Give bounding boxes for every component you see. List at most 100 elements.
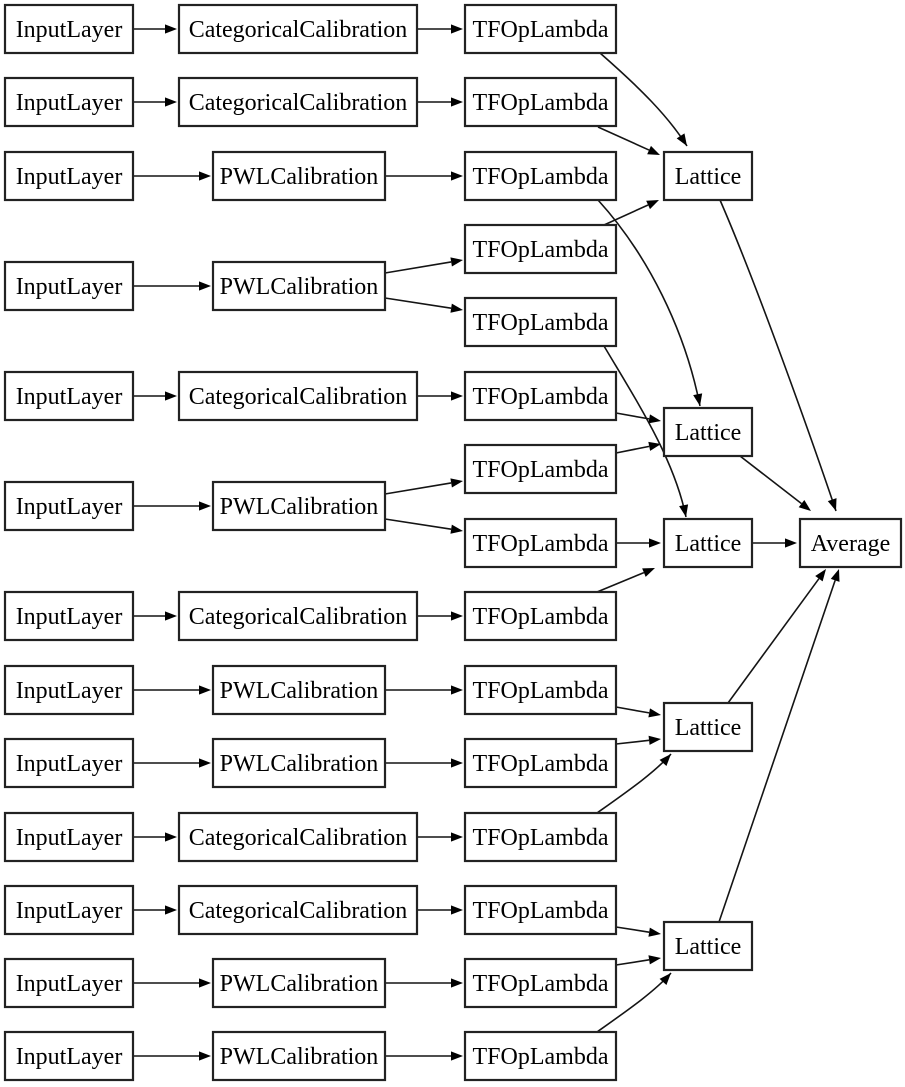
graph-edge-in1-cat1 (133, 24, 177, 34)
graph-node-TFOpLambda: TFOpLambda (463, 664, 618, 716)
graph-node-TFOpLambda: TFOpLambda (463, 296, 618, 348)
node-label: InputLayer (16, 825, 123, 851)
graph-edge-tf7-lat3 (596, 568, 655, 593)
node-label: Average (811, 531, 891, 557)
node-label: CategoricalCalibration (189, 90, 408, 116)
node-box (463, 957, 618, 1009)
node-label: PWLCalibration (220, 751, 379, 777)
edge-line (597, 199, 701, 407)
node-box (177, 76, 419, 128)
edge-line (603, 345, 687, 518)
arrowhead-icon (450, 478, 463, 488)
graph-node-PWLCalibration: PWLCalibration (211, 480, 387, 532)
graph-node-InputLayer: InputLayer (3, 664, 135, 716)
arrowhead-icon (450, 303, 463, 313)
arrowhead-icon (199, 978, 211, 988)
arrowhead-icon (679, 504, 689, 517)
graph-node-CategoricalCalibration: CategoricalCalibration (177, 811, 419, 863)
graph-node-InputLayer: InputLayer (3, 884, 135, 936)
node-box (211, 664, 387, 716)
edge-line (615, 959, 650, 966)
node-box (211, 737, 387, 789)
graph-edge-pwl6-tf6a (384, 478, 463, 495)
node-label: Lattice (675, 715, 742, 741)
edge-line (615, 412, 650, 420)
graph-node-TFOpLambda: TFOpLambda (463, 443, 618, 495)
arrowhead-icon (648, 414, 661, 424)
node-box (463, 370, 618, 422)
node-label: TFOpLambda (473, 1044, 609, 1070)
arrowhead-icon (165, 611, 177, 621)
edge-line (719, 199, 837, 512)
node-label: CategoricalCalibration (189, 384, 408, 410)
node-box (211, 480, 387, 532)
node-box (463, 811, 618, 863)
arrowhead-icon (451, 97, 463, 107)
arrowhead-icon (648, 735, 661, 745)
arrowhead-icon (648, 441, 661, 451)
node-label: CategoricalCalibration (189, 898, 408, 924)
arrowhead-icon (649, 538, 661, 548)
node-box (177, 884, 419, 936)
arrowhead-icon (646, 200, 659, 210)
node-box (3, 3, 135, 55)
arrowhead-icon (827, 498, 837, 511)
graph-edge-pwl4-tf4b (384, 297, 463, 313)
graph-edge-tf10-lat4 (596, 753, 672, 814)
arrowhead-icon (451, 978, 463, 988)
graph-edge-tf11-lat5 (615, 926, 661, 937)
node-box (662, 406, 754, 458)
graph-edge-in13-pwl13 (133, 1051, 211, 1061)
node-label: InputLayer (16, 17, 123, 43)
node-label: Lattice (675, 420, 742, 446)
graph-edge-in7-cat7 (133, 611, 177, 621)
graph-edge-in8-pwl8 (133, 685, 211, 695)
node-label: InputLayer (16, 494, 123, 520)
node-box (3, 590, 135, 642)
graph-node-TFOpLambda: TFOpLambda (463, 1030, 618, 1082)
graph-edge-pwl3-tf3 (385, 171, 463, 181)
graph-node-InputLayer: InputLayer (3, 3, 135, 55)
arrowhead-icon (642, 568, 655, 577)
node-label: TFOpLambda (473, 164, 609, 190)
graph-node-PWLCalibration: PWLCalibration (211, 150, 387, 202)
edge-line (739, 455, 803, 505)
node-label: InputLayer (16, 164, 123, 190)
graph-edge-tf4b-lat3 (603, 345, 689, 518)
graph-edge-tf4a-lat1 (603, 200, 659, 226)
node-box (463, 443, 618, 495)
graph-edge-in5-cat5 (133, 391, 177, 401)
arrowhead-icon (451, 24, 463, 34)
node-label: InputLayer (16, 274, 123, 300)
node-label: PWLCalibration (220, 274, 379, 300)
node-box (3, 260, 135, 312)
node-label: TFOpLambda (473, 751, 609, 777)
edge-line (603, 204, 649, 226)
graph-node-PWLCalibration: PWLCalibration (211, 260, 387, 312)
node-label: TFOpLambda (473, 678, 609, 704)
graph-node-TFOpLambda: TFOpLambda (463, 370, 618, 422)
graph-edge-tf1-lat1 (599, 52, 688, 147)
arrowhead-icon (165, 391, 177, 401)
arrowhead-icon (830, 569, 840, 582)
node-box (3, 957, 135, 1009)
graph-edge-tf2-lat1 (597, 126, 660, 155)
node-box (3, 480, 135, 532)
graph-node-InputLayer: InputLayer (3, 590, 135, 642)
node-box (211, 150, 387, 202)
arrowhead-icon (647, 145, 660, 155)
graph-node-InputLayer: InputLayer (3, 76, 135, 128)
graph-edge-tf3-lat2 (597, 199, 703, 407)
graph-edge-pwl9-tf9 (385, 758, 463, 768)
arrowhead-icon (815, 569, 826, 582)
node-label: TFOpLambda (473, 898, 609, 924)
graph-edge-lat5-avg (718, 569, 840, 923)
arrowhead-icon (450, 257, 463, 267)
graph-edge-cat7-tf7 (417, 611, 463, 621)
arrowhead-icon (693, 393, 703, 406)
arrowhead-icon (199, 685, 211, 695)
arrowhead-icon (165, 832, 177, 842)
graph-node-TFOpLambda: TFOpLambda (463, 884, 618, 936)
node-box (3, 884, 135, 936)
node-box (211, 1030, 387, 1082)
